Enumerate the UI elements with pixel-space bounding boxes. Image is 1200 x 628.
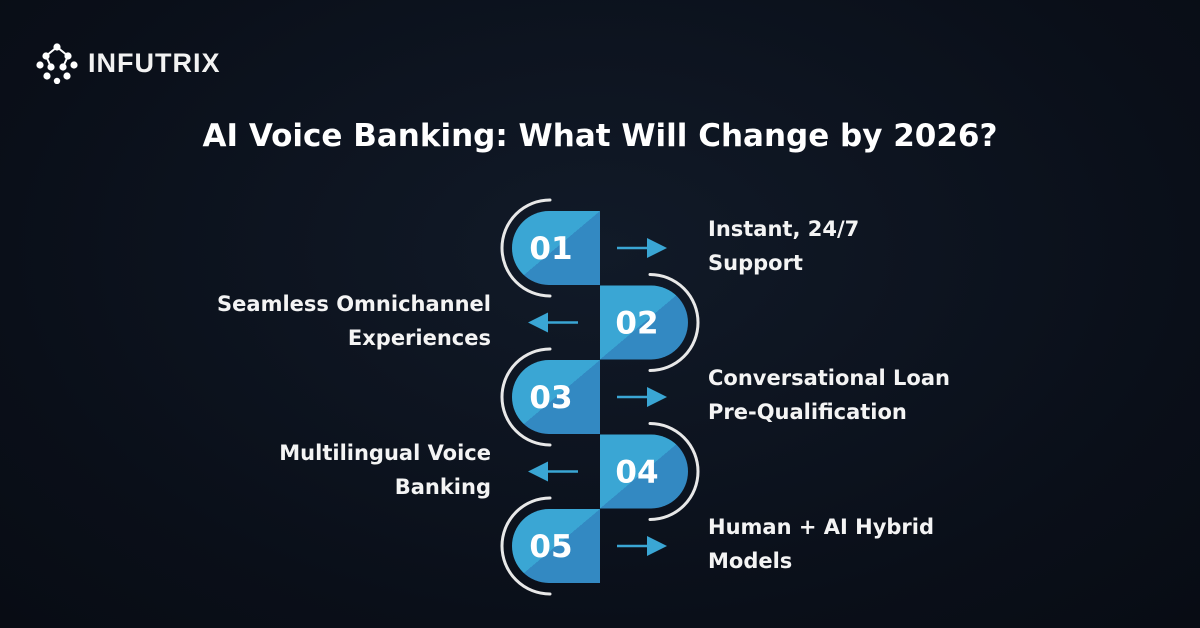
step-number: 01 xyxy=(529,231,572,267)
step-shape xyxy=(512,211,600,285)
step-arc xyxy=(500,496,552,596)
step-04: 04 xyxy=(528,422,700,521)
step-label: Conversational Loan Pre-Qualification xyxy=(708,366,950,424)
step-label: Multilingual Voice Banking xyxy=(279,440,491,499)
step-shape xyxy=(512,509,600,583)
step-shape xyxy=(512,360,600,434)
step-number: 03 xyxy=(529,380,572,416)
step-05: 05 xyxy=(500,496,667,596)
step-arc xyxy=(648,422,700,521)
step-number: 05 xyxy=(529,529,572,565)
brand-name: INFUTRIX xyxy=(88,47,221,78)
step-03: 03 xyxy=(500,347,667,447)
step-02: 02 xyxy=(528,273,700,372)
logo-icon xyxy=(36,43,78,84)
step-arc xyxy=(500,347,552,447)
step-arc xyxy=(500,198,552,298)
step-label: Human + AI Hybrid Models xyxy=(708,515,935,573)
step-number: 02 xyxy=(615,306,658,342)
step-arc xyxy=(648,273,700,372)
page-title: AI Voice Banking: What Will Change by 20… xyxy=(202,118,998,154)
step-label: Instant, 24/7 Support xyxy=(708,217,860,275)
step-01: 01 xyxy=(500,198,667,298)
step-shape xyxy=(600,434,688,509)
step-shape xyxy=(600,285,688,360)
step-number: 04 xyxy=(615,455,658,491)
step-label: Seamless Omnichannel Experiences xyxy=(217,291,491,350)
brand-logo: INFUTRIX xyxy=(36,42,221,84)
